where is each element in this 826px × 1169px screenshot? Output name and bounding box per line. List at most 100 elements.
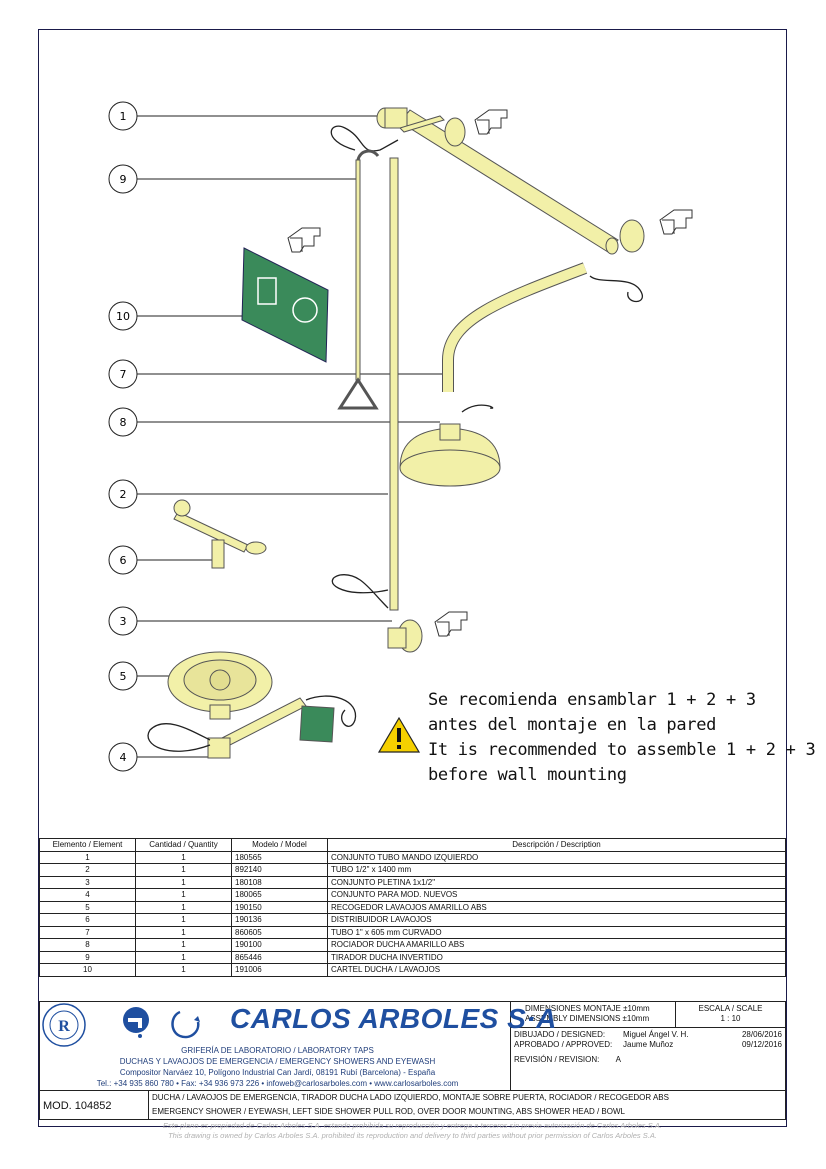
cell-element: 5 <box>39 900 136 914</box>
approval-cell: DIBUJADO / DESIGNED: APROBADO / APPROVED… <box>510 1027 786 1091</box>
callout-label: 1 <box>120 110 127 123</box>
approved-date: 09/12/2016 <box>741 1040 782 1049</box>
revision-label: REVISIÓN / REVISION: <box>514 1055 600 1064</box>
svg-text:10: 10 <box>116 310 130 323</box>
svg-text:2: 2 <box>120 488 127 501</box>
cell-model: 892140 <box>231 863 328 877</box>
callout-8: 8 <box>108 407 440 437</box>
svg-text:9: 9 <box>120 173 127 186</box>
cell-element: 6 <box>39 913 136 927</box>
cell-model: 190100 <box>231 938 328 952</box>
approved-by: Jaume Muñoz <box>623 1040 674 1049</box>
contact: Tel.: +34 935 860 780 • Fax: +34 936 973… <box>96 1079 459 1088</box>
part-8-shower-head <box>399 423 501 487</box>
model-cell: MOD. 104852 <box>39 1090 149 1120</box>
header-quantity: Cantidad / Quantity <box>135 838 232 852</box>
cell-quantity: 1 <box>135 950 232 964</box>
designed-by: Miguel Ángel V. H. <box>623 1030 689 1039</box>
cell-quantity: 1 <box>135 850 232 864</box>
cell-description: CONJUNTO PLETINA 1x1/2" <box>327 875 786 889</box>
hand-icon <box>287 227 321 253</box>
svg-text:5: 5 <box>120 670 127 683</box>
cell-description: CARTEL DUCHA / LAVAOJOS <box>327 963 786 977</box>
model-number: MOD. 104852 <box>43 1100 112 1112</box>
cell-element: 3 <box>39 875 136 889</box>
part-2-vertical-tube <box>389 157 399 611</box>
dim-mount: DIMENSIONES MONTAJE ±10mm <box>525 1004 650 1013</box>
part-4-kit <box>207 697 335 759</box>
cell-quantity: 1 <box>135 925 232 939</box>
description-es: DUCHA / LAVAOJOS DE EMERGENCIA, TIRADOR … <box>152 1093 669 1102</box>
hand-icon <box>474 109 508 135</box>
hand-icon <box>434 611 468 637</box>
designed-date: 28/06/2016 <box>741 1030 782 1039</box>
description-cell: DUCHA / LAVAOJOS DE EMERGENCIA, TIRADOR … <box>148 1090 786 1120</box>
cell-quantity: 1 <box>135 900 232 914</box>
svg-text:4: 4 <box>120 751 127 764</box>
cell-quantity: 1 <box>135 888 232 902</box>
parts-table: Elemento / Element Cantidad / Quantity M… <box>39 838 786 977</box>
assembly-note: Se recomienda ensamblar 1 + 2 + 3 antes … <box>428 688 816 788</box>
cell-element: 10 <box>39 963 136 977</box>
designed-label: DIBUJADO / DESIGNED: <box>514 1030 606 1039</box>
cell-description: TUBO 1/2" x 1400 mm <box>327 863 786 877</box>
header-model: Modelo / Model <box>231 838 328 852</box>
revision-value: A <box>615 1055 621 1064</box>
cell-element: 9 <box>39 950 136 964</box>
callout-10: 10 <box>108 301 243 331</box>
scale-value: 1 : 10 <box>720 1014 741 1023</box>
note-es-line-2: antes del montaje en la pared <box>428 715 717 735</box>
brand-name: CARLOS ARBOLES S·A <box>230 1003 557 1034</box>
svg-text:8: 8 <box>120 416 127 429</box>
cell-model: 190136 <box>231 913 328 927</box>
logos: R <box>42 1003 200 1047</box>
cell-element: 8 <box>39 938 136 952</box>
callout-2: 2 <box>108 479 388 509</box>
callout-9: 9 <box>108 164 356 194</box>
cell-element: 4 <box>39 888 136 902</box>
cell-element: 7 <box>39 925 136 939</box>
svg-text:R: R <box>58 1018 70 1035</box>
cell-model: 190150 <box>231 900 328 914</box>
part-3-bracket <box>387 619 423 653</box>
header-element: Elemento / Element <box>39 838 136 852</box>
svg-text:7: 7 <box>120 368 127 381</box>
warning-icon <box>377 716 421 753</box>
cell-model: 865446 <box>231 950 328 964</box>
header-description: Descripción / Description <box>327 838 786 852</box>
pull-chain <box>330 125 399 152</box>
scale-cell: ESCALA / SCALE 1 : 10 <box>675 1001 786 1028</box>
cell-description: TUBO 1" x 605 mm CURVADO <box>327 925 786 939</box>
part-5-eyewash-bowl <box>167 651 273 720</box>
faucet-logo-icon <box>123 1007 149 1038</box>
cell-description: CONJUNTO PARA MOD. NUEVOS <box>327 888 786 902</box>
part-7-curved-tube <box>442 262 588 392</box>
products-line: DUCHAS Y LAVAOJOS DE EMERGENCIA / EMERGE… <box>119 1057 436 1066</box>
cell-model: 191006 <box>231 963 328 977</box>
callout-4: 4 <box>108 742 210 772</box>
cell-model: 860605 <box>231 925 328 939</box>
note-en-line-2: before wall mounting <box>428 765 627 785</box>
callout-1: 1 <box>108 101 388 131</box>
cell-model: 180065 <box>231 888 328 902</box>
part-1-pipe-assembly <box>376 107 645 255</box>
callout-6: 6 <box>108 545 213 575</box>
footer-es: Este plano es propiedad de Carlos Arbole… <box>163 1121 662 1130</box>
description-en: EMERGENCY SHOWER / EYEWASH, LEFT SIDE SH… <box>152 1107 625 1116</box>
cell-description: DISTRIBUIDOR LAVAOJOS <box>327 913 786 927</box>
part-6-distributor <box>173 499 267 569</box>
part-10-sign <box>241 247 329 363</box>
tagline: GRIFERÍA DE LABORATORIO / LABORATORY TAP… <box>181 1046 374 1055</box>
cell-description: CONJUNTO TUBO MANDO IZQUIERDO <box>327 850 786 864</box>
cell-model: 180565 <box>231 850 328 864</box>
cell-description: ROCIADOR DUCHA AMARILLO ABS <box>327 938 786 952</box>
ownership-footer: Este plano es propiedad de Carlos Arbole… <box>39 1121 786 1141</box>
cell-quantity: 1 <box>135 863 232 877</box>
callouts: 1 9 10 7 8 2 6 3 5 4 <box>108 101 444 772</box>
